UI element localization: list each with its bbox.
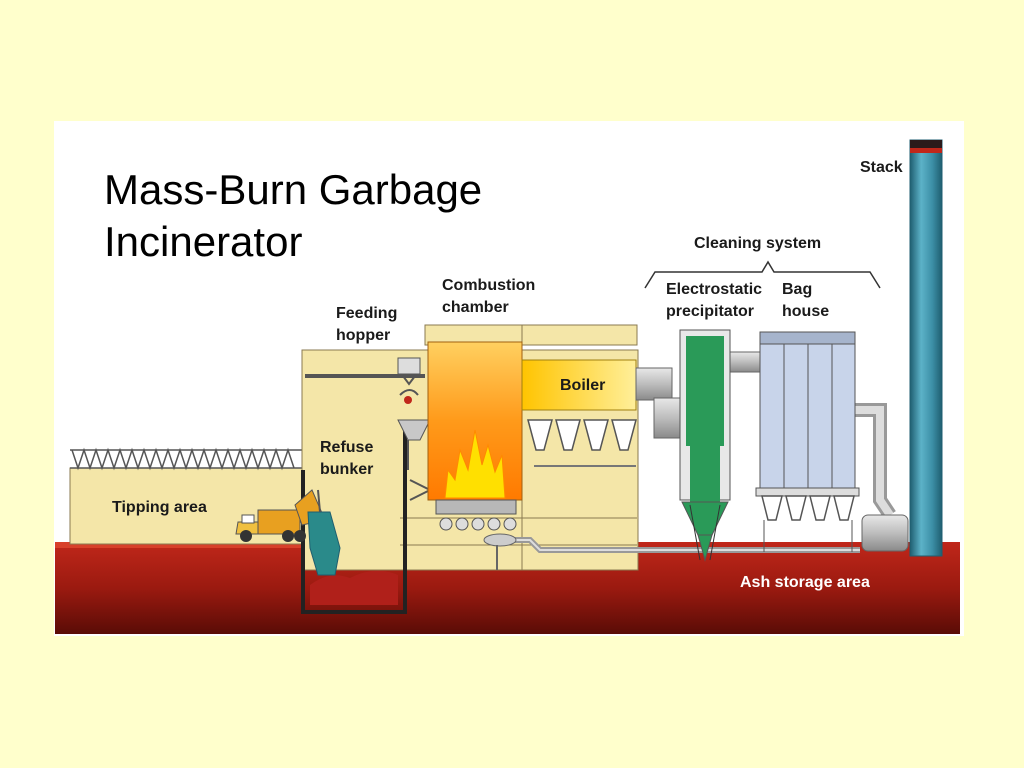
label-house: house: [782, 303, 829, 320]
grate-rollers: [435, 499, 517, 531]
ash-conveyor: [483, 533, 860, 570]
slide-title: Mass-Burn Garbage Incinerator: [104, 164, 482, 268]
stack: [909, 139, 943, 557]
title-line-2: Incinerator: [104, 218, 303, 265]
label-ash-storage: Ash storage area: [740, 574, 870, 591]
label-electrostatic: Electrostatic: [666, 281, 762, 298]
feeding-hopper: [305, 357, 433, 501]
bunker-crane-grab: [307, 489, 341, 576]
label-hopper: hopper: [336, 327, 390, 344]
electrostatic-precipitator: [679, 329, 731, 562]
label-boiler: Boiler: [560, 377, 605, 394]
label-precipitator: precipitator: [666, 303, 754, 320]
label-tipping-area: Tipping area: [112, 499, 207, 516]
label-feeding: Feeding: [336, 305, 397, 322]
label-cleaning-system: Cleaning system: [694, 235, 821, 252]
bag-house: [755, 331, 860, 552]
flue-duct: [635, 351, 909, 552]
label-combustion: Combustion: [442, 277, 535, 294]
title-line-1: Mass-Burn Garbage: [104, 166, 483, 213]
combustion-chamber: [427, 341, 523, 531]
boiler: [521, 359, 637, 467]
label-chamber: chamber: [442, 299, 509, 316]
label-bag: Bag: [782, 281, 812, 298]
cleaning-system-bracket: [644, 260, 881, 289]
label-stack: Stack: [860, 159, 903, 176]
label-refuse: Refuse: [320, 439, 373, 456]
label-bunker: bunker: [320, 461, 373, 478]
